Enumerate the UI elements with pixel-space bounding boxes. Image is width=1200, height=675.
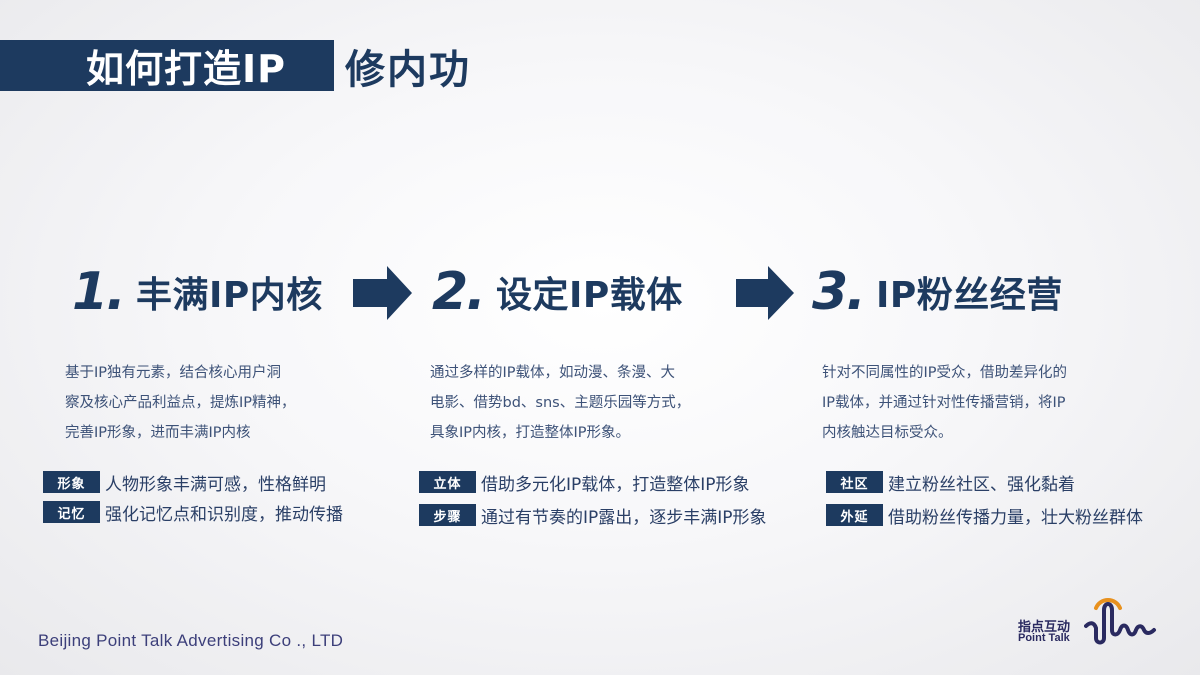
description-line: 察及核心产品利益点，提炼IP精神， — [65, 395, 296, 411]
description-line: 基于IP独有元素，结合核心用户洞 — [65, 365, 282, 381]
step-2-title: 设定IP载体 — [495, 275, 683, 316]
step-1-number: 1. — [72, 262, 126, 322]
tag-badge: 社区 — [826, 471, 883, 493]
description-line: 完善IP形象，进而丰满IP内核 — [65, 425, 251, 441]
company-name: Beijing Point Talk Advertising Co ., LTD — [38, 631, 344, 650]
step-2-description: 通过多样的IP载体，如动漫、条漫、大 电影、借势bd、sns、主题乐园等方式， … — [430, 358, 750, 448]
step-2-number: 2. — [432, 262, 486, 322]
tag-badge: 立体 — [419, 471, 476, 493]
step-2-tag-row: 立体 借助多元化IP载体，打造整体IP形象 — [419, 471, 750, 495]
tag-text: 借助多元化IP载体，打造整体IP形象 — [481, 474, 750, 495]
description-line: 具象IP内核，打造整体IP形象。 — [430, 425, 631, 441]
tag-text: 通过有节奏的IP露出，逐步丰满IP形象 — [481, 507, 767, 528]
step-2-heading: 2. 设定IP载体 — [432, 262, 683, 322]
right-arrow-icon — [353, 266, 412, 320]
point-talk-logo: 指点互动 Point Talk — [1010, 588, 1160, 650]
step-2-tag-row: 步骤 通过有节奏的IP露出，逐步丰满IP形象 — [419, 504, 767, 528]
tag-text: 借助粉丝传播力量，壮大粉丝群体 — [888, 507, 1143, 528]
tag-badge: 形象 — [43, 471, 100, 493]
tag-badge: 记忆 — [43, 501, 100, 523]
tag-text: 强化记忆点和识别度，推动传播 — [105, 504, 343, 525]
tag-text: 人物形象丰满可感，性格鲜明 — [105, 474, 326, 495]
header-title-bar: 如何打造IP — [0, 40, 334, 91]
step-3-description: 针对不同属性的IP受众，借助差异化的 IP载体，并通过针对性传播营销，将IP 内… — [822, 358, 1142, 448]
logo-chinese-text: 指点互动 — [1018, 620, 1071, 635]
step-3-tag-row: 社区 建立粉丝社区、强化黏着 — [826, 471, 1075, 495]
description-line: 内核触达目标受众。 — [822, 425, 953, 441]
page-title: 如何打造IP — [86, 47, 286, 91]
step-1-tag-row: 记忆 强化记忆点和识别度，推动传播 — [43, 501, 343, 525]
logo-english-text: Point Talk — [1018, 632, 1070, 644]
description-line: 针对不同属性的IP受众，借助差异化的 — [822, 365, 1068, 381]
step-1-heading: 1. 丰满IP内核 — [72, 262, 323, 322]
right-arrow-icon — [736, 266, 794, 320]
step-1-tag-row: 形象 人物形象丰满可感，性格鲜明 — [43, 471, 326, 495]
step-1-title: 丰满IP内核 — [135, 275, 323, 316]
description-line: 通过多样的IP载体，如动漫、条漫、大 — [430, 365, 676, 381]
page-subtitle: 修内功 — [345, 46, 471, 93]
step-3-number: 3. — [812, 262, 866, 322]
tag-badge: 步骤 — [419, 504, 476, 526]
description-line: IP载体，并通过针对性传播营销，将IP — [822, 395, 1066, 411]
tag-badge: 外延 — [826, 504, 883, 526]
step-3-heading: 3. IP粉丝经营 — [812, 262, 1063, 322]
step-3-title: IP粉丝经营 — [875, 275, 1063, 316]
point-talk-logo-icon — [1084, 598, 1156, 645]
step-3-tag-row: 外延 借助粉丝传播力量，壮大粉丝群体 — [826, 504, 1143, 528]
tag-text: 建立粉丝社区、强化黏着 — [888, 474, 1075, 495]
step-1-description: 基于IP独有元素，结合核心用户洞 察及核心产品利益点，提炼IP精神， 完善IP形… — [65, 358, 385, 448]
description-line: 电影、借势bd、sns、主题乐园等方式， — [430, 395, 691, 411]
